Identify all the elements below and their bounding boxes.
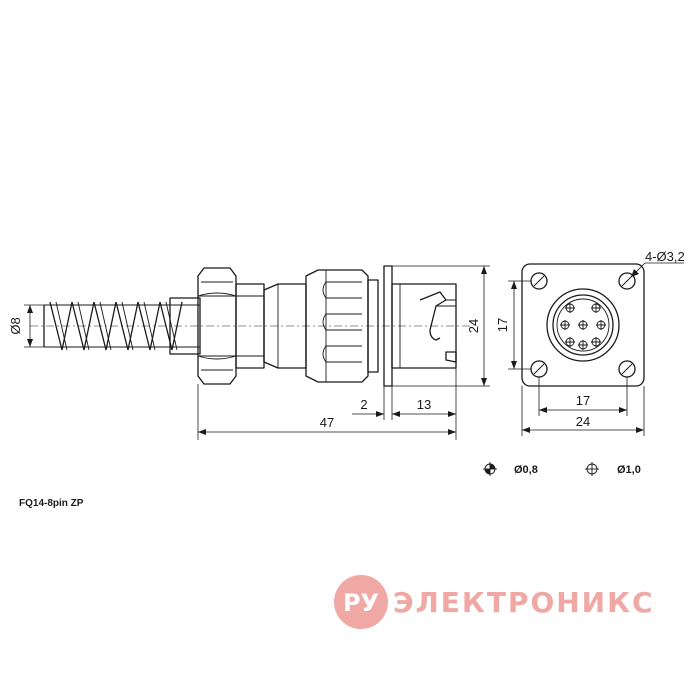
cable-spring [43,297,201,355]
logo-badge-text: РУ [343,589,379,617]
coupling-sleeve [305,269,379,383]
flange-thickness-label: 2 [360,397,367,412]
hole-spacing-vertical-label: 17 [495,318,510,332]
dim-flange-width: 24 [521,386,645,436]
brand-logo: РУ [334,575,388,629]
flange-width-label: 24 [576,414,590,429]
dim-hole-spacing-vertical: 17 [495,280,531,370]
pin-crosshair-open-icon [585,462,599,476]
mounting-holes-label: 4-Ø3,2 [645,249,685,264]
side-view: Ø8 24 2 13 [8,265,490,440]
logo-badge [334,575,388,629]
overall-length-label: 47 [320,415,334,430]
contact-pins [560,303,606,350]
dim-cable-diameter: Ø8 [8,304,44,348]
dim-mounting-holes: 4-Ø3,2 [630,249,685,278]
hex-nut [197,267,237,385]
connector-face [546,288,620,362]
dim-hole-spacing-horizontal: 17 [538,377,628,416]
hole-spacing-horizontal-label: 17 [576,393,590,408]
body-neck [235,283,307,369]
legend-label-1: Ø1,0 [617,464,641,476]
dim-overall-length: 47 [197,384,456,440]
mounting-hole-top-right [618,272,636,290]
dim-flange-height: 24 [392,265,490,387]
mating-length-label: 13 [417,397,431,412]
model-label: FQ14-8pin ZP [19,498,84,509]
legend-label-0: Ø0,8 [514,464,538,476]
front-view: 4-Ø3,2 17 17 24 [495,249,685,436]
front-flange [521,263,645,387]
mating-receptacle [391,283,457,369]
dim-flange-and-mating: 2 13 [352,368,457,440]
logo-wordmark: ЭЛЕКТРОНИКС [393,586,655,619]
pin-crosshair-filled-icon [483,462,497,476]
cable-diameter-label: Ø8 [8,317,23,334]
pin-legend: Ø0,8 Ø1,0 [483,462,641,476]
flange-height-label: 24 [466,319,481,333]
